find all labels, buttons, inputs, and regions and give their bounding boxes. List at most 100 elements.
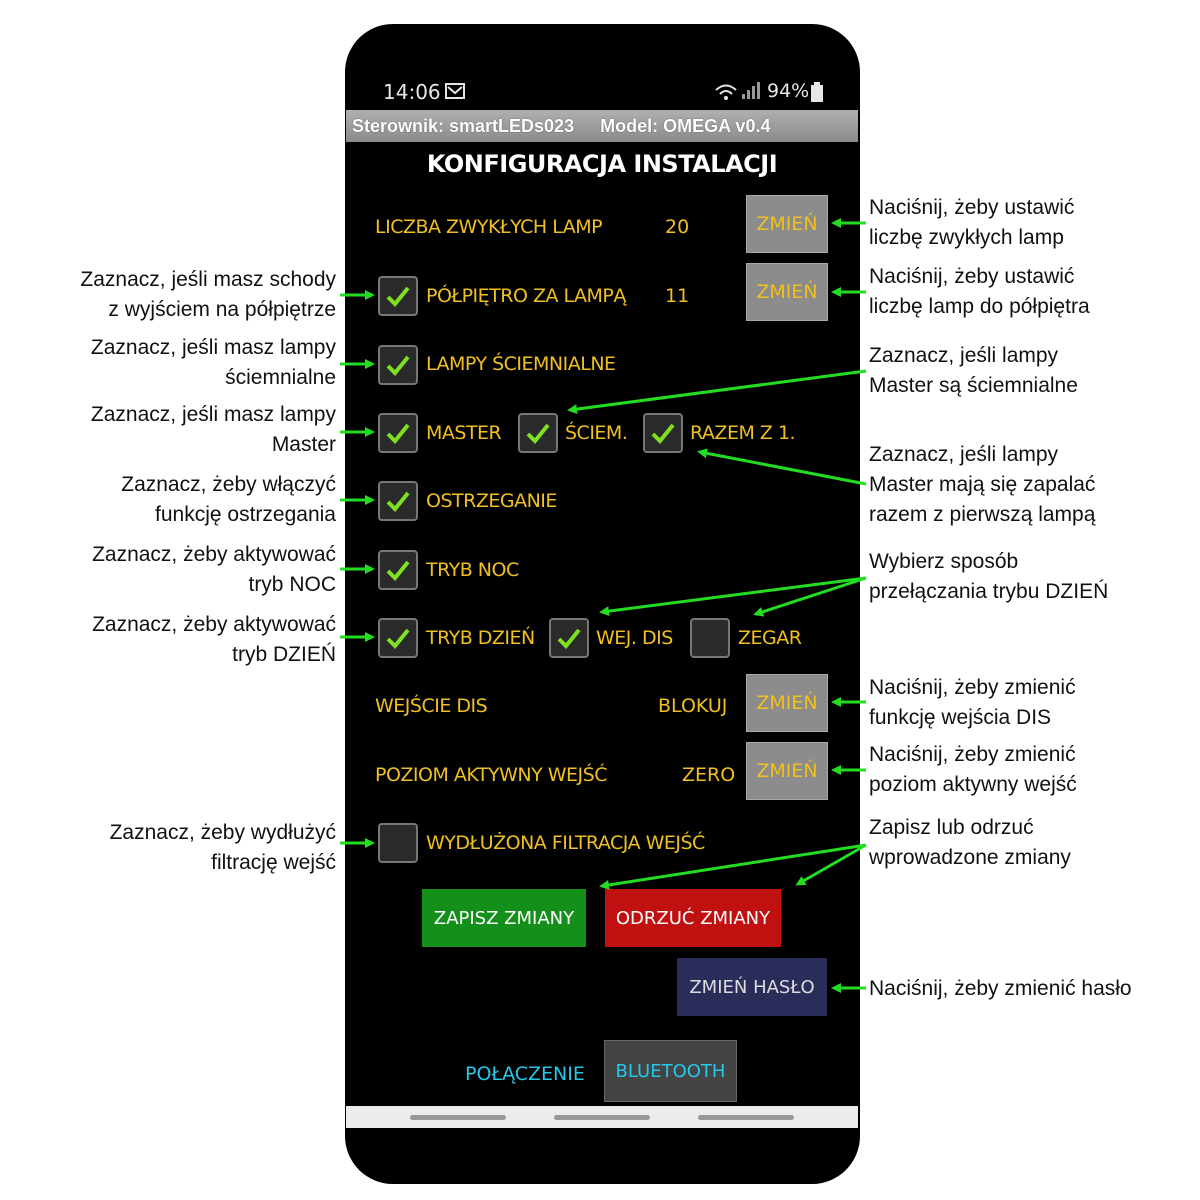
annotation-line: ściemnialne [225, 366, 336, 389]
battery-percentage: 94% [767, 80, 810, 102]
annotation-master: Zaznacz, jeśli masz lampy Master [91, 400, 336, 460]
signal-icon [742, 82, 760, 99]
lamps-count-value: 20 [665, 216, 690, 238]
checkmark-icon [526, 423, 550, 444]
controller-name: Sterownik: smartLEDs023 [352, 116, 575, 136]
annotation-line: Zaznacz, żeby aktywować [92, 613, 336, 636]
nav-recent-button[interactable] [410, 1115, 506, 1120]
annotation-landing-count: Naciśnij, żeby ustawić liczbę lamp do pó… [869, 262, 1090, 322]
change-landing-button[interactable]: ZMIEŃ [746, 263, 828, 321]
annotation-line: z wyjściem na półpiętrze [108, 298, 336, 321]
landing-label: PÓŁPIĘTRO ZA LAMPĄ [426, 285, 626, 307]
annotation-line: Naciśnij, żeby zmienić hasło [869, 977, 1132, 1000]
annotation-line: Zaznacz, żeby włączyć [121, 473, 336, 496]
annotation-line: Naciśnij, żeby ustawić [869, 265, 1075, 288]
annotation-line: poziom aktywny wejść [869, 773, 1077, 796]
day-mode-label: TRYB DZIEŃ [426, 627, 535, 649]
annotation-line: Master są ściemnialne [869, 374, 1078, 397]
warning-label: OSTRZEGANIE [426, 490, 557, 512]
battery-icon [811, 82, 823, 102]
annotation-line: Zapisz lub odrzuć [869, 816, 1034, 839]
discard-changes-button[interactable]: ODRZUĆ ZMIANY [605, 889, 781, 947]
annotation-line: funkcję wejścia DIS [869, 706, 1052, 729]
annotation-line: Zaznacz, jeśli masz lampy [90, 336, 336, 359]
master-dim-checkbox[interactable] [518, 413, 558, 453]
annotation-line: Naciśnij, żeby ustawić [869, 196, 1075, 219]
clock-checkbox[interactable] [690, 618, 730, 658]
mail-icon [445, 83, 465, 99]
dimmable-lamps-label: LAMPY ŚCIEMNIALNE [426, 353, 616, 375]
controller-header: Sterownik: smartLEDs023 Model: OMEGA v0.… [346, 110, 858, 142]
master-dim-label: ŚCIEM. [565, 422, 628, 444]
filtering-label: WYDŁUŻONA FILTRACJA WEJŚĆ [426, 832, 705, 854]
checkmark-icon [386, 628, 410, 649]
annotation-line: tryb NOC [248, 573, 336, 596]
master-label: MASTER [426, 422, 502, 444]
page-title: KONFIGURACJA INSTALACJI [426, 150, 778, 178]
checkmark-icon [557, 628, 581, 649]
clock-label: ZEGAR [738, 627, 802, 649]
warning-checkbox[interactable] [378, 481, 418, 521]
annotation-dimming: Zaznacz, jeśli masz lampy ściemnialne [91, 333, 336, 393]
checkmark-icon [386, 560, 410, 581]
connection-label: POŁĄCZENIE [465, 1063, 585, 1085]
navigation-bar [346, 1106, 858, 1128]
change-lamps-button[interactable]: ZMIEŃ [746, 195, 828, 253]
annotation-password: Naciśnij, żeby zmienić hasło [869, 974, 1132, 1004]
annotation-line: Zaznacz, jeśli masz lampy [90, 403, 336, 426]
annotation-master-dim: Zaznacz, jeśli lampy Master są ściemnial… [869, 341, 1078, 401]
annotation-line: Naciśnij, żeby zmienić [869, 676, 1076, 699]
annotation-filtering: Zaznacz, żeby wydłużyć filtrację wejść [110, 818, 336, 878]
change-level-button[interactable]: ZMIEŃ [746, 742, 828, 800]
annotation-line: Zaznacz, żeby wydłużyć [109, 821, 336, 844]
annotation-dis: Naciśnij, żeby zmienić funkcję wejścia D… [869, 673, 1076, 733]
landing-checkbox[interactable] [378, 276, 418, 316]
annotation-line: Zaznacz, jeśli masz schody [80, 268, 336, 291]
annotation-line: Zaznacz, żeby aktywować [92, 543, 336, 566]
annotation-line: przełączania trybu DZIEŃ [869, 580, 1109, 603]
dis-input-mode-label: WEJ. DIS [596, 627, 673, 649]
active-level-label: POZIOM AKTYWNY WEJŚĆ [375, 764, 607, 786]
annotation-warning: Zaznacz, żeby włączyć funkcję ostrzegani… [121, 470, 336, 530]
checkmark-icon [386, 491, 410, 512]
annotation-day-mode: Wybierz sposób przełączania trybu DZIEŃ [869, 547, 1108, 607]
save-changes-button[interactable]: ZAPISZ ZMIANY [422, 889, 586, 947]
annotation-line: Naciśnij, żeby zmienić [869, 743, 1076, 766]
active-level-value: ZERO [682, 764, 736, 786]
night-mode-checkbox[interactable] [378, 550, 418, 590]
annotation-line: filtrację wejść [211, 851, 336, 874]
controller-model: Model: OMEGA v0.4 [600, 116, 771, 136]
change-password-button[interactable]: ZMIEŃ HASŁO [677, 958, 827, 1016]
change-dis-button[interactable]: ZMIEŃ [746, 674, 828, 732]
annotation-line: wprowadzone zmiany [869, 846, 1071, 869]
dis-input-checkbox[interactable] [549, 618, 589, 658]
status-time: 14:06 [383, 80, 441, 104]
dimmable-lamps-checkbox[interactable] [378, 345, 418, 385]
annotation-together: Zaznacz, jeśli lampy Master mają się zap… [869, 440, 1095, 530]
annotation-lamps: Naciśnij, żeby ustawić liczbę zwykłych l… [869, 193, 1074, 253]
annotation-line: liczbę lamp do półpiętra [869, 295, 1090, 318]
day-mode-checkbox[interactable] [378, 618, 418, 658]
wifi-icon [715, 84, 737, 100]
annotation-level: Naciśnij, żeby zmienić poziom aktywny we… [869, 740, 1077, 800]
checkmark-icon [651, 423, 675, 444]
lamps-count-label: LICZBA ZWYKŁYCH LAMP [375, 216, 603, 238]
annotation-line: razem z pierwszą lampą [869, 503, 1096, 526]
annotation-night: Zaznacz, żeby aktywować tryb NOC [92, 540, 336, 600]
annotation-landing: Zaznacz, jeśli masz schody z wyjściem na… [80, 265, 336, 325]
nav-back-button[interactable] [698, 1115, 794, 1120]
master-checkbox[interactable] [378, 413, 418, 453]
nav-home-button[interactable] [554, 1115, 650, 1120]
bluetooth-button[interactable]: BLUETOOTH [604, 1040, 737, 1102]
dis-input-value: BLOKUJ [658, 695, 728, 717]
annotation-line: Wybierz sposób [869, 550, 1019, 573]
night-mode-label: TRYB NOC [426, 559, 519, 581]
annotation-save: Zapisz lub odrzuć wprowadzone zmiany [869, 813, 1071, 873]
landing-value: 11 [665, 285, 690, 307]
annotation-line: funkcję ostrzegania [155, 503, 336, 526]
together-checkbox[interactable] [643, 413, 683, 453]
annotation-line: Master mają się zapalać [869, 473, 1096, 496]
checkmark-icon [386, 355, 410, 376]
filtering-checkbox[interactable] [378, 823, 418, 863]
dis-input-label: WEJŚCIE DIS [375, 695, 488, 717]
